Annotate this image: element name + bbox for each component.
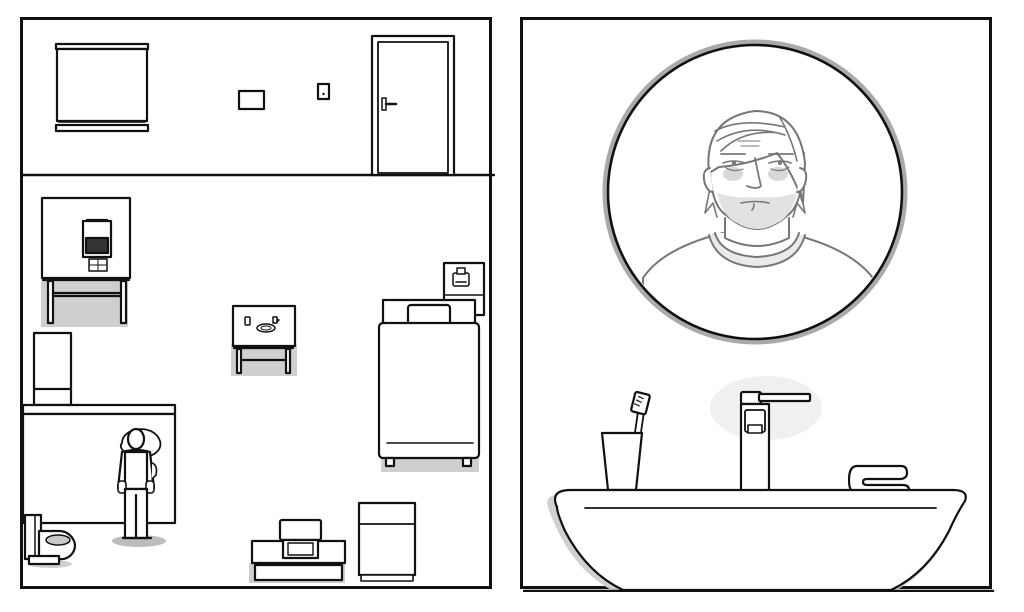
room-illustration <box>23 34 495 583</box>
light-switch-icon[interactable] <box>316 82 331 101</box>
reflection-face <box>642 110 874 337</box>
toothbrush-cup-icon[interactable] <box>600 390 651 492</box>
folded-towel-icon[interactable] <box>847 464 911 494</box>
mug-icon[interactable] <box>272 316 280 324</box>
phone-icon[interactable] <box>452 267 470 287</box>
window-icon[interactable] <box>54 42 150 133</box>
tv-stand[interactable] <box>249 518 347 583</box>
sink-icon[interactable] <box>553 488 967 592</box>
desk-with-coffee-machine[interactable] <box>40 196 132 327</box>
bed[interactable] <box>377 298 481 472</box>
bathroom-illustration <box>523 39 995 592</box>
faucet-icon[interactable] <box>739 390 812 493</box>
mirror-icon[interactable] <box>602 39 908 378</box>
wardrobe[interactable] <box>32 331 73 407</box>
small-table[interactable] <box>231 304 297 376</box>
tv-icon[interactable] <box>278 518 323 560</box>
player-character[interactable] <box>112 427 166 547</box>
room-panel: Room overview <box>20 17 495 589</box>
bathroom-partition <box>23 403 177 525</box>
cup-icon[interactable] <box>244 316 251 326</box>
picture-frame-icon[interactable] <box>237 89 266 111</box>
coffee-machine-icon[interactable] <box>81 218 113 272</box>
toilet-icon[interactable] <box>23 513 77 568</box>
bathroom-panel: Bathroom mirror view <box>520 17 995 592</box>
mini-fridge[interactable] <box>357 501 417 582</box>
door-icon[interactable] <box>370 34 456 177</box>
